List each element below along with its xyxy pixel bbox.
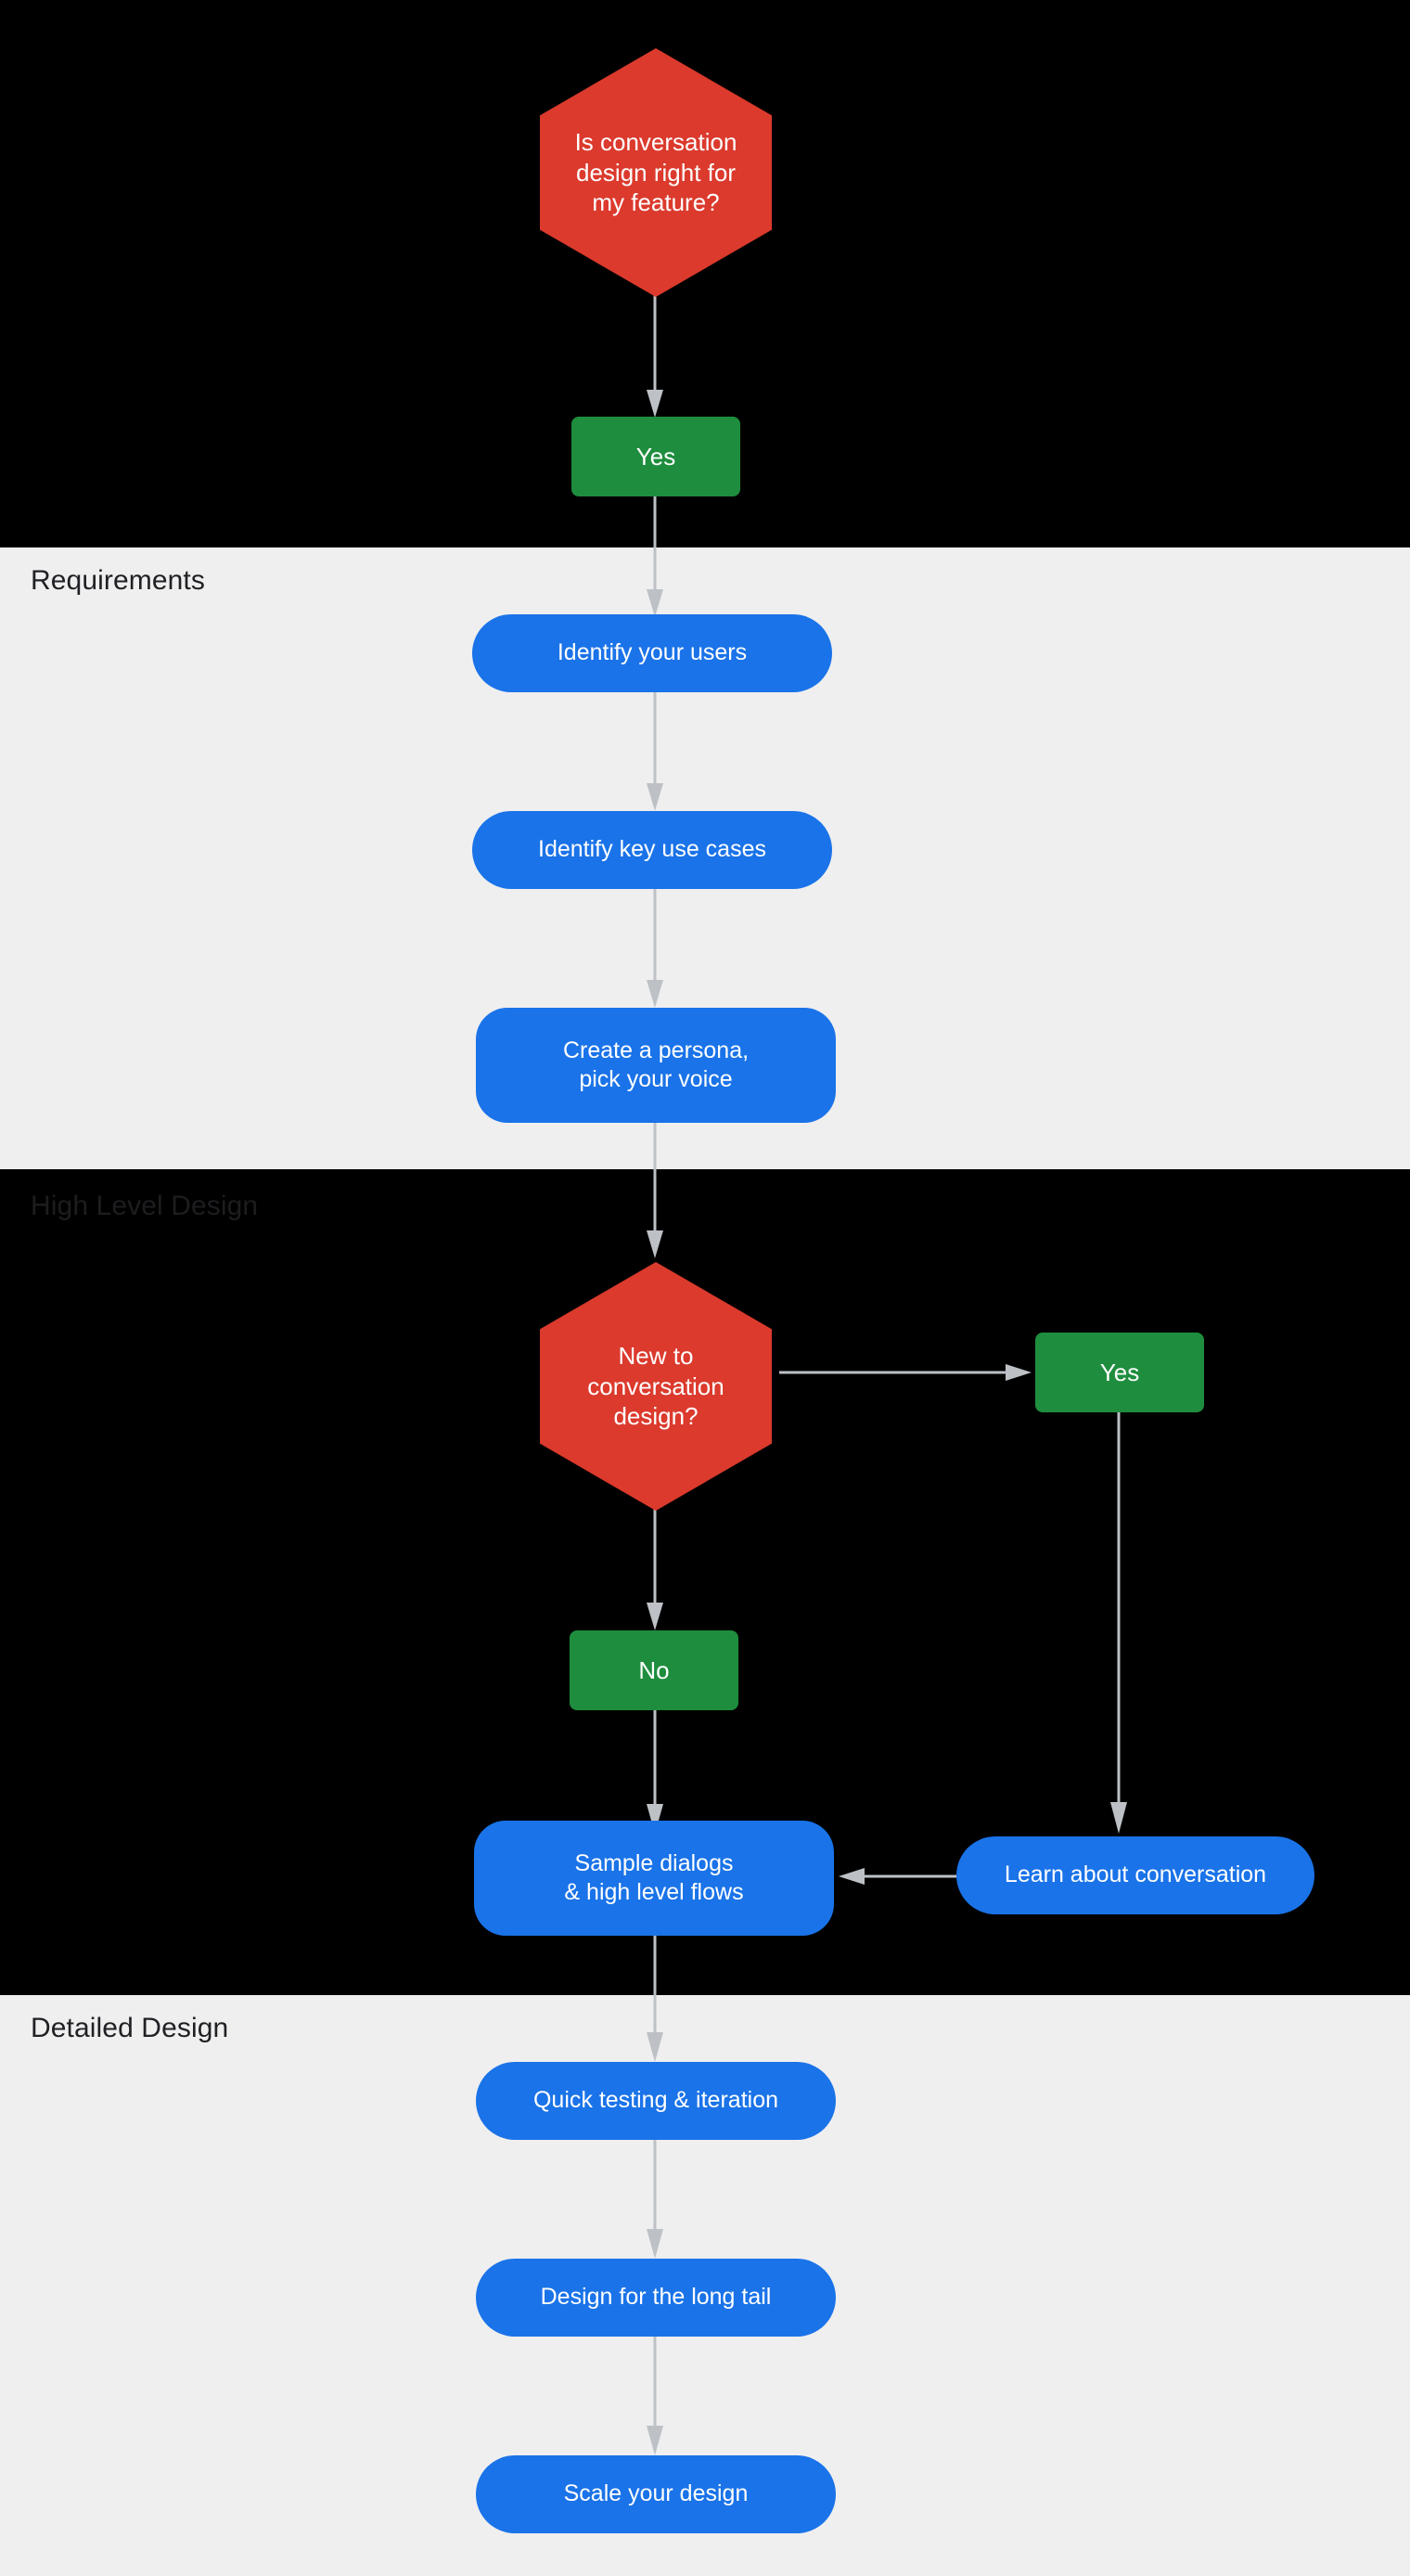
answer-no-new-to-conversation-design[interactable]: No: [570, 1630, 738, 1710]
edge-long-tail-to-scale-design: [640, 2335, 670, 2463]
step-identify-your-users[interactable]: Identify your users: [472, 614, 832, 692]
answer-yes-new-to-conversation-design[interactable]: Yes: [1035, 1333, 1204, 1412]
edge-create-persona-to-decision-new: [640, 1123, 670, 1264]
step-design-for-the-long-tail[interactable]: Design for the long tail: [476, 2259, 836, 2337]
section-label-detailed-design: Detailed Design: [31, 2013, 229, 2043]
edge-learn-about-to-sample-dialogs: [826, 1861, 969, 1891]
edge-yes-new-to-learn-about: [1104, 1409, 1134, 1840]
edge-decision-new-to-no: [640, 1508, 670, 1638]
step-create-a-persona-pick-your-voice[interactable]: Create a persona, pick your voice: [476, 1008, 836, 1123]
step-learn-about-conversation[interactable]: Learn about conversation: [956, 1836, 1314, 1914]
section-label-requirements: Requirements: [31, 565, 205, 596]
edge-sample-dialogs-to-quick-testing: [640, 1932, 670, 2069]
step-sample-dialogs-high-level-flows[interactable]: Sample dialogs & high level flows: [474, 1821, 834, 1936]
edge-identify-users-to-key-use-cases: [640, 692, 670, 818]
step-scale-your-design[interactable]: Scale your design: [476, 2455, 836, 2533]
edge-yes-to-identify-users: [640, 496, 670, 623]
edge-key-use-cases-to-create-persona: [640, 889, 670, 1015]
edge-quick-testing-to-long-tail: [640, 2138, 670, 2266]
section-label-high-level-design: High Level Design: [31, 1191, 259, 1221]
edge-decision-new-to-yes: [779, 1358, 1048, 1387]
step-identify-key-use-cases[interactable]: Identify key use cases: [472, 811, 832, 889]
edge-no-to-sample-dialogs: [640, 1704, 670, 1839]
answer-yes-start[interactable]: Yes: [571, 417, 740, 496]
edge-decision-start-to-yes: [640, 293, 670, 419]
step-quick-testing-iteration[interactable]: Quick testing & iteration: [476, 2062, 836, 2140]
